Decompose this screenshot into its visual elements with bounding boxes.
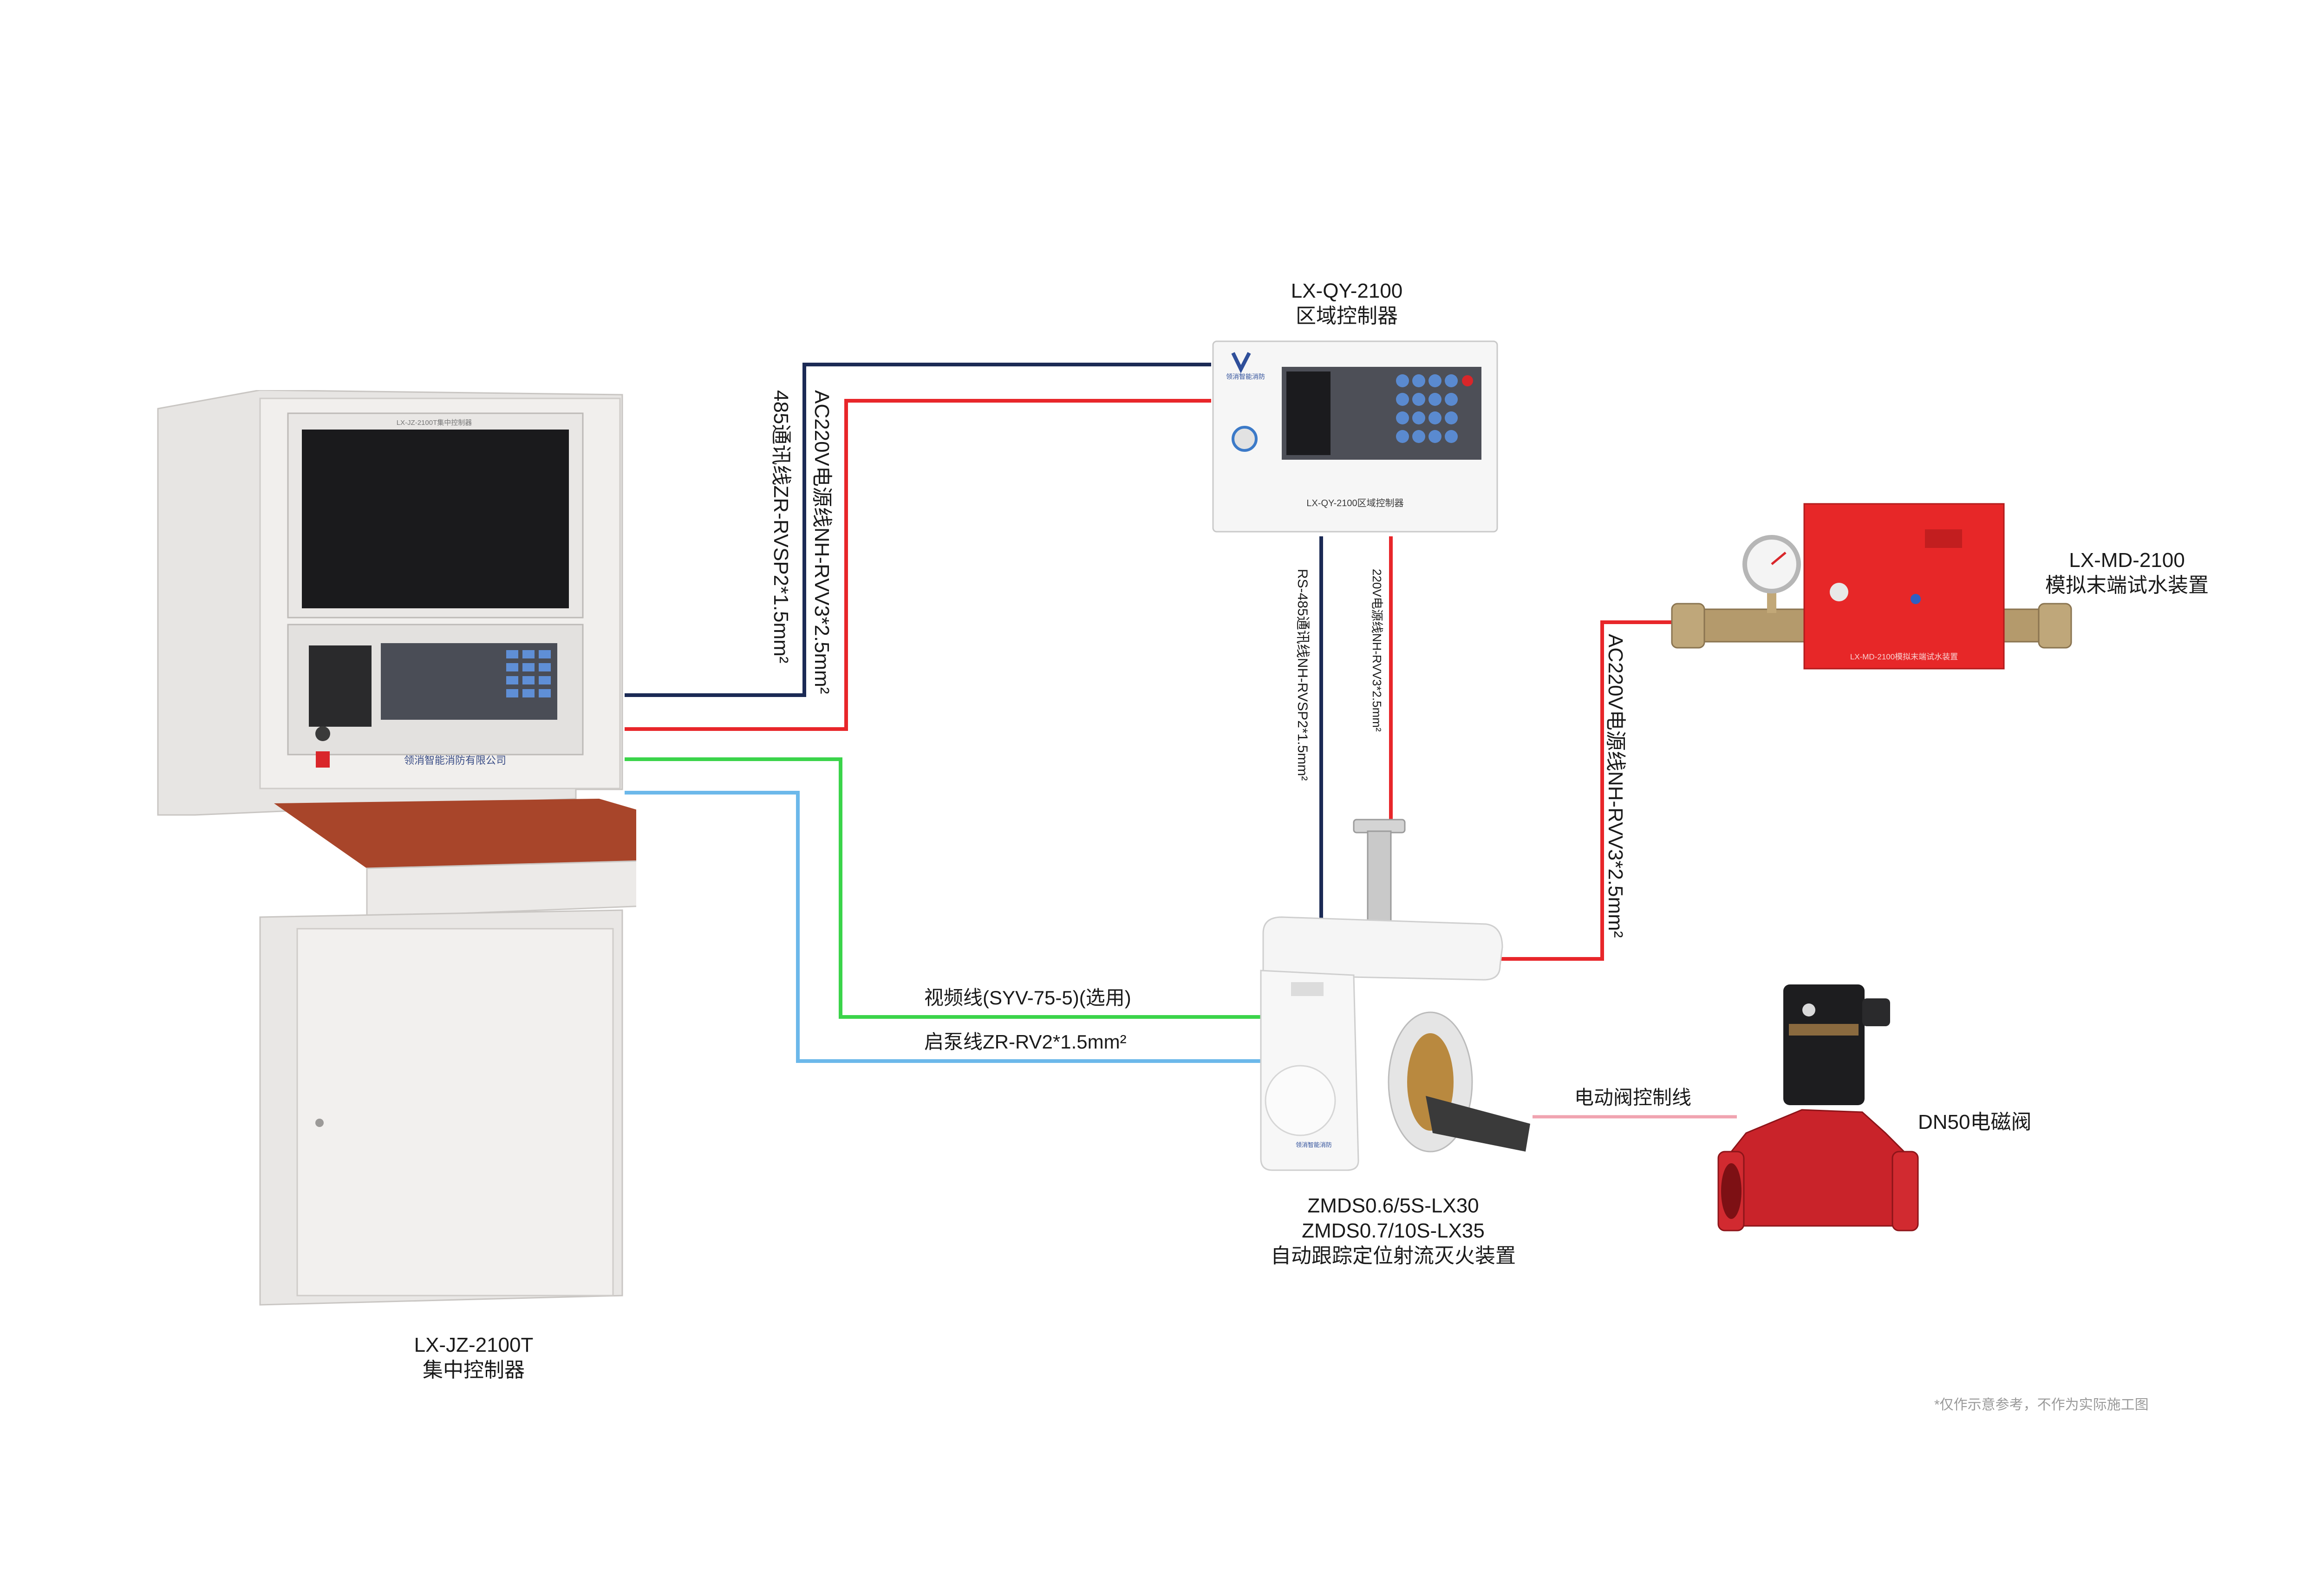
wire-label-pump: 启泵线ZR-RV2*1.5mm²	[924, 1031, 1127, 1053]
test-display	[1925, 529, 1962, 548]
jet-brand: 领消智能消防	[1296, 1141, 1332, 1148]
cabinet-door	[296, 928, 614, 1296]
solenoid-valve	[1717, 984, 1919, 1231]
central-controller: LX-JZ-2100T集中控制器 领消智能消防有限公司	[157, 390, 636, 1306]
cabinet-brand: 领消智能消防有限公司	[404, 755, 506, 766]
test-device-model: LX-MD-2100	[2069, 549, 2185, 572]
jet-nozzle-stem	[1367, 830, 1392, 925]
panel-buttons	[506, 650, 551, 697]
central-controller-model: LX-JZ-2100T	[414, 1334, 534, 1356]
jet-device: 领消智能消防	[1260, 819, 1530, 1171]
test-panel-caption: LX-MD-2100模拟末端试水装置	[1850, 652, 1958, 661]
wire-label-power-test: AC220V电源线NH-RVV3*2.5mm²	[1604, 634, 1627, 938]
door-lock-icon	[315, 1119, 324, 1127]
jet-device-name: 自动跟踪定位射流灭火装置	[1271, 1244, 1516, 1267]
wire-rs485-main	[625, 363, 1211, 697]
key-switch-icon	[315, 726, 330, 741]
wire-label-rs485-main: 485通讯线ZR-RVSP2*1.5mm²	[770, 390, 792, 664]
jet-device-model-2: ZMDS0.7/10S-LX35	[1302, 1219, 1485, 1242]
zone-controller-label: LX-QY-2100 区域控制器	[1235, 279, 1458, 329]
desk-surface	[274, 799, 636, 868]
jet-body-top	[1262, 916, 1503, 981]
valve-label: DN50电磁阀	[1918, 1110, 2032, 1135]
valve-port-icon	[1721, 1163, 1742, 1219]
power-switch-icon	[316, 751, 330, 768]
zone-brand: 领消智能消防	[1226, 373, 1265, 380]
jet-disc	[1265, 1065, 1336, 1136]
test-device-label: LX-MD-2100 模拟末端试水装置	[2015, 548, 2238, 598]
wire-video	[625, 757, 1261, 1019]
zone-key-icon	[1232, 426, 1258, 452]
zone-controller: 领消智能消防 LX-QY-2100区域控制器	[1212, 340, 1498, 533]
central-controller-label: LX-JZ-2100T 集中控制器	[362, 1333, 585, 1383]
wire-label-valve-ctrl: 电动阀控制线	[1574, 1087, 1692, 1108]
valve-body	[1727, 1109, 1910, 1227]
wire-power-main	[625, 399, 1211, 731]
monitor-screen	[302, 430, 569, 608]
disclaimer-note: *仅作示意参考，不作为实际施工图	[1934, 1397, 2149, 1413]
test-water-device: LX-MD-2100模拟末端试水装置	[1671, 503, 2072, 670]
valve-coil	[1783, 984, 1865, 1105]
wire-power-test	[1498, 620, 1672, 961]
zone-controller-model: LX-QY-2100	[1291, 280, 1403, 302]
wire-label-rs485-zone: RS-485通讯线NH-RVSP2*1.5mm²	[1295, 569, 1310, 781]
valve-name: DN50电磁阀	[1918, 1111, 2032, 1133]
wire-label-power-zone: 220V电源线NH-RVV3*2.5mm²	[1370, 569, 1384, 732]
test-button-icon	[1911, 594, 1921, 604]
zone-panel-caption: LX-QY-2100区域控制器	[1306, 498, 1403, 508]
test-knob-icon	[1830, 583, 1848, 601]
zone-controller-name: 区域控制器	[1296, 305, 1398, 327]
zone-buttons	[1396, 374, 1458, 443]
jet-device-model-1: ZMDS0.6/5S-LX30	[1307, 1194, 1479, 1217]
panel-display	[309, 645, 372, 727]
brand-logo-icon	[1231, 352, 1251, 373]
central-controller-name: 集中控制器	[423, 1359, 525, 1381]
wire-label-video: 视频线(SYV-75-5)(选用)	[924, 987, 1131, 1009]
zone-display	[1286, 371, 1331, 455]
jet-device-label: ZMDS0.6/5S-LX30 ZMDS0.7/10S-LX35 自动跟踪定位射…	[1263, 1193, 1523, 1269]
wire-label-power-main: AC220V电源线NH-RVV3*2.5mm²	[810, 390, 833, 694]
test-device-name: 模拟末端试水装置	[2045, 574, 2209, 597]
wire-pump	[625, 791, 1261, 1063]
jet-camera	[1426, 1096, 1530, 1152]
monitor-caption: LX-JZ-2100T集中控制器	[397, 419, 472, 427]
